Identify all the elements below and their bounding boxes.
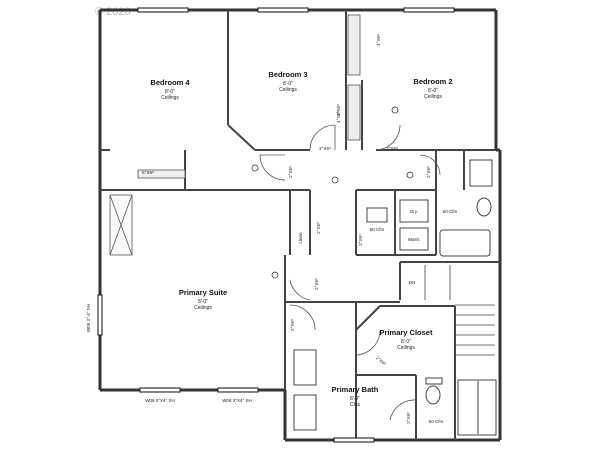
- primary-suite-name: Primary Suite: [179, 288, 227, 297]
- door-label-4: 2°X6⁸: [426, 166, 431, 178]
- closet-b4-label: 5°X6⁸: [142, 170, 154, 175]
- bedroom-3-note: Ceilings: [279, 87, 297, 93]
- door-label-3: 2°X6⁸: [288, 166, 293, 178]
- door-label-9: 2°X6⁸: [375, 355, 387, 366]
- door-label-11: 2°X6⁸: [336, 104, 341, 116]
- windows: [97, 7, 455, 443]
- bedroom-2-name: Bedroom 2: [413, 77, 452, 86]
- fan-primary-label: 50 Cfm: [429, 419, 444, 424]
- fan-laundry-label: 50 Cfm: [370, 227, 385, 232]
- dryer-label: Dry.: [410, 209, 418, 214]
- bedroom-3-height: 8'-0": [283, 81, 293, 87]
- primary-bath-height: 8'-0": [350, 396, 360, 402]
- fixture-labels: Dry. Wash. Linen DN 50 Cfm 50 Cfm 50 Cfm…: [86, 34, 457, 424]
- primary-closet-height: 8'-0": [401, 339, 411, 345]
- bedroom-3-name: Bedroom 3: [268, 70, 307, 79]
- washer-label: Wash.: [408, 237, 421, 242]
- door-label-5: 2°X6⁸: [358, 234, 363, 246]
- bedroom-2-note: Ceilings: [424, 94, 442, 100]
- door-label-6: 2°X6⁸: [316, 222, 321, 234]
- window-w08-a-label: W08 3°X4° SH: [145, 398, 175, 403]
- bedroom-2-height: 8'-0": [428, 88, 438, 94]
- door-label-8: 2°X6⁸: [290, 319, 295, 331]
- door-label-7: 2°X6⁸: [314, 278, 319, 290]
- door-swings: [259, 124, 441, 421]
- interior-walls: [100, 10, 500, 440]
- room-labels: Bedroom 4 8'-0" Ceilings Bedroom 3 8'-0"…: [150, 70, 452, 408]
- closet-shelves: [109, 14, 361, 256]
- door-label-10: 2°X6⁸: [406, 412, 411, 424]
- window-w08-b-label: W08 3°X4° SH: [222, 398, 252, 403]
- fixture-symbols: [251, 106, 414, 279]
- stairs: [424, 265, 495, 356]
- bedroom-4-name: Bedroom 4: [150, 78, 190, 87]
- primary-closet-name: Primary Closet: [380, 328, 433, 337]
- bedroom-4-height: 8'-0": [165, 89, 175, 95]
- primary-bath-name: Primary Bath: [332, 385, 379, 394]
- door-label-2: 2°X6⁸: [386, 146, 398, 151]
- bedroom-4-note: Ceilings: [161, 95, 179, 101]
- appliances-fixtures: [293, 159, 497, 436]
- closet-b3-label: 4°X6⁸: [336, 111, 341, 123]
- closet-b2-label: 4°X6⁸: [376, 34, 381, 46]
- stair-dn-label: DN: [409, 280, 416, 285]
- primary-suite-note: Ceilings: [194, 305, 212, 311]
- window-side-label: W09 3°-4° SH: [86, 304, 91, 332]
- fan-bath-label: 50 Cfm: [443, 209, 458, 214]
- primary-closet-note: Ceilings: [397, 345, 415, 351]
- primary-suite-height: 8'-0": [198, 299, 208, 305]
- door-label-1: 2°X6⁸: [319, 146, 331, 151]
- linen-label: Linen: [298, 232, 303, 244]
- primary-bath-note: Clgs: [350, 402, 361, 408]
